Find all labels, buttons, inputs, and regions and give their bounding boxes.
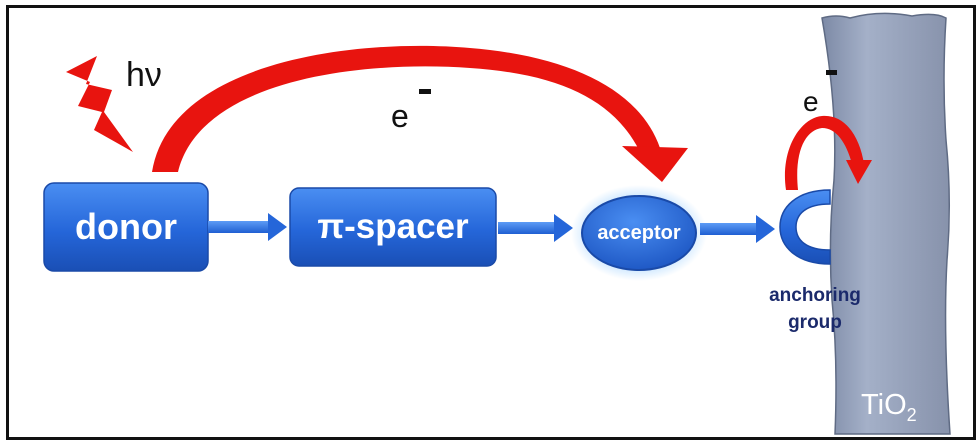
tio2-label: TiO2 — [861, 389, 917, 426]
electron-transfer-arrow — [152, 45, 688, 182]
acceptor-label: acceptor — [597, 222, 681, 244]
spacer-label: π-spacer — [317, 207, 469, 246]
tio2-base: TiO — [861, 389, 907, 421]
anchoring-group-icon — [779, 189, 831, 265]
anchoring-group-label: anchoring group — [769, 285, 861, 333]
arrow-spacer-acceptor — [498, 214, 573, 242]
tio2-subscript: 2 — [906, 404, 917, 425]
injected-electron-label: e — [803, 86, 819, 117]
electron-label: e — [391, 98, 409, 134]
arrow-acceptor-anchor — [700, 215, 775, 243]
acceptor-ellipse — [581, 195, 697, 271]
spacer-box — [289, 187, 497, 267]
lightning-bolt-icon — [66, 56, 133, 152]
electron-charge-mark — [419, 89, 431, 94]
injected-electron-charge-mark — [826, 70, 837, 75]
arrow-donor-spacer — [208, 213, 287, 241]
tio2-slab — [821, 12, 951, 435]
photon-label: hν — [126, 56, 162, 94]
injection-arrow — [784, 115, 872, 190]
donor-label: donor — [75, 206, 177, 247]
